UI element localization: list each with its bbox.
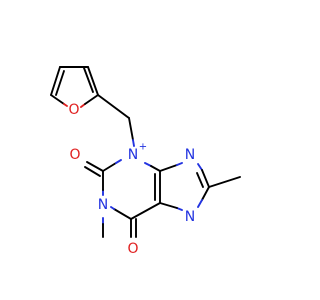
bond-c2-c3 [87,66,99,96]
pyrimidine-ring [102,159,161,220]
bond-n3-c4 [150,165,161,172]
n9-label: N [185,147,195,163]
bond-c2-n3 [102,162,117,172]
bond-c4-c5 [50,66,61,96]
bond-c8-n7 [201,186,210,201]
bond-c6-n1 [113,208,132,220]
bond-c5-c6 [130,202,161,220]
n7-label: N [185,209,195,225]
bond-n7-c5 [159,202,178,209]
carbonyl-o6-label: O [127,241,138,257]
bond-c2-o-double [84,166,101,177]
molecule-diagram: O N + N N N O O [50,66,241,257]
bond-c4-c5-double [55,70,65,96]
bond-c8-n7-blue [197,199,203,208]
bond-n9-c8 [201,169,210,188]
bond-c6-n1-blue [110,206,115,210]
bond-ch2-n3-blue [132,139,135,147]
carbonyl-o2-label: O [69,147,80,163]
furan-ring [50,66,99,108]
bond-ch2-n3 [128,117,134,141]
bond-n3-c4-blue [144,162,152,167]
bond-c8-ch3 [208,176,241,188]
n3-label: N [128,147,138,163]
bond-c4-n9 [159,164,178,172]
bond-c2-n3-blue [115,159,122,164]
bond-c4-n9-blue [176,162,183,166]
bond-n9-c8-double [196,172,204,188]
bond-c2-c3-double [83,67,94,93]
bond-c2-o [86,161,104,172]
imidazole-ring [159,162,210,211]
bond-o-c2 [84,94,99,105]
bond-c5-o [50,94,65,105]
n1-label: N [98,197,108,213]
structure-drawing: O N + N N N O O [50,66,241,257]
bond-n9-c8-blue [197,163,203,171]
bond-c2-ch2 [97,94,130,119]
bond-c5-o-red [63,103,68,107]
furan-oxygen-label: O [68,102,79,118]
n3-charge-label: + [139,142,147,153]
